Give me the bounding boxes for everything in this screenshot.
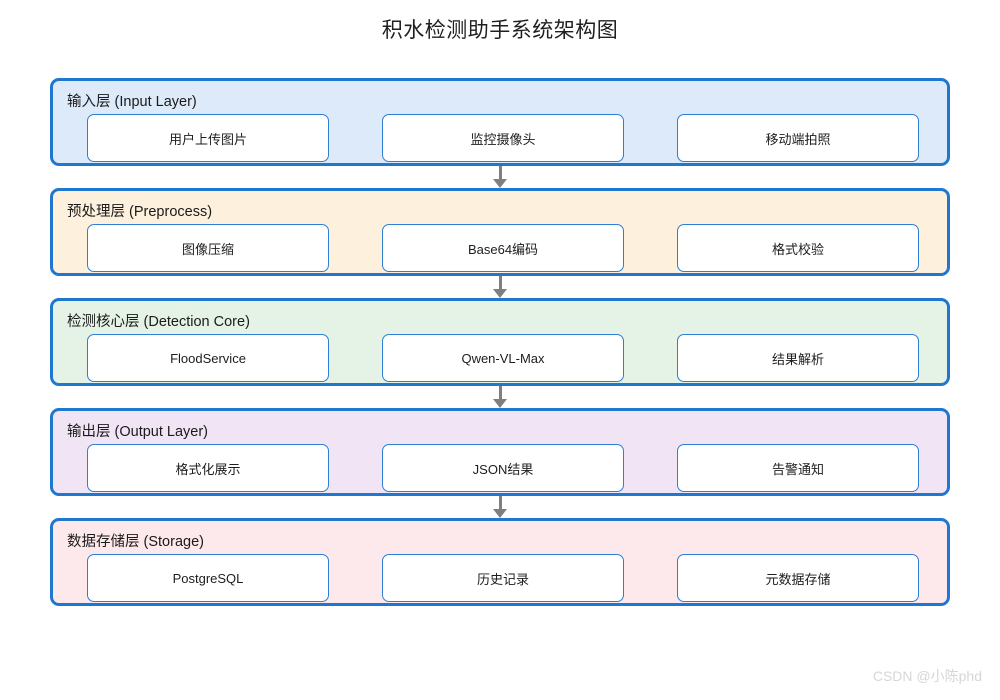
layer-label-input: 输入层 (Input Layer)	[67, 94, 197, 110]
node-box[interactable]: Base64编码	[382, 224, 624, 272]
node-box[interactable]: 告警通知	[677, 444, 919, 492]
layer-wrapper-input: 输入层 (Input Layer) 用户上传图片 监控摄像头 移动端拍照	[50, 78, 950, 166]
arrow-head-down-icon	[493, 399, 507, 408]
layer-input[interactable]: 输入层 (Input Layer) 用户上传图片 监控摄像头 移动端拍照	[50, 78, 950, 166]
node-box[interactable]: 用户上传图片	[87, 114, 329, 162]
node-row-storage: PostgreSQL 历史记录 元数据存储	[53, 554, 953, 602]
node-box[interactable]: 图像压缩	[87, 224, 329, 272]
node-row-input: 用户上传图片 监控摄像头 移动端拍照	[53, 114, 953, 162]
arrow-shaft	[499, 496, 502, 511]
arrow-shaft	[499, 386, 502, 401]
layer-label-output: 输出层 (Output Layer)	[67, 424, 209, 440]
arrow-shaft	[499, 276, 502, 291]
layer-label-detection-core: 检测核心层 (Detection Core)	[67, 314, 250, 330]
node-box[interactable]: FloodService	[87, 334, 329, 382]
arrow-connector-preprocess-to-detection	[50, 276, 950, 298]
node-row-output: 格式化展示 JSON结果 告警通知	[53, 444, 953, 492]
arrow-connector-input-to-preprocess	[50, 166, 950, 188]
layer-wrapper-storage: 数据存储层 (Storage) PostgreSQL 历史记录 元数据存储	[50, 518, 950, 606]
layer-wrapper-preprocess: 预处理层 (Preprocess) 图像压缩 Base64编码 格式校验	[50, 188, 950, 276]
layer-stack: 输入层 (Input Layer) 用户上传图片 监控摄像头 移动端拍照 预处理…	[50, 78, 950, 606]
arrow-head-down-icon	[493, 289, 507, 298]
layer-storage[interactable]: 数据存储层 (Storage) PostgreSQL 历史记录 元数据存储	[50, 518, 950, 606]
layer-detection-core[interactable]: 检测核心层 (Detection Core) FloodService Qwen…	[50, 298, 950, 386]
node-box[interactable]: 格式化展示	[87, 444, 329, 492]
node-box[interactable]: Qwen-VL-Max	[382, 334, 624, 382]
layer-output[interactable]: 输出层 (Output Layer) 格式化展示 JSON结果 告警通知	[50, 408, 950, 496]
arrow-head-down-icon	[493, 509, 507, 518]
node-box[interactable]: 结果解析	[677, 334, 919, 382]
node-box[interactable]: PostgreSQL	[87, 554, 329, 602]
layer-label-storage: 数据存储层 (Storage)	[67, 534, 204, 550]
node-box[interactable]: 监控摄像头	[382, 114, 624, 162]
node-box[interactable]: 历史记录	[382, 554, 624, 602]
node-row-preprocess: 图像压缩 Base64编码 格式校验	[53, 224, 953, 272]
node-box[interactable]: JSON结果	[382, 444, 624, 492]
node-box[interactable]: 元数据存储	[677, 554, 919, 602]
layer-wrapper-output: 输出层 (Output Layer) 格式化展示 JSON结果 告警通知	[50, 408, 950, 496]
arrow-shaft	[499, 166, 502, 181]
layer-wrapper-detection: 检测核心层 (Detection Core) FloodService Qwen…	[50, 298, 950, 386]
arrow-head-down-icon	[493, 179, 507, 188]
arrow-connector-output-to-storage	[50, 496, 950, 518]
arrow-connector-detection-to-output	[50, 386, 950, 408]
node-row-detection: FloodService Qwen-VL-Max 结果解析	[53, 334, 953, 382]
watermark: CSDN @小陈phd	[872, 668, 982, 684]
layer-preprocess[interactable]: 预处理层 (Preprocess) 图像压缩 Base64编码 格式校验	[50, 188, 950, 276]
node-box[interactable]: 移动端拍照	[677, 114, 919, 162]
layer-label-preprocess: 预处理层 (Preprocess)	[67, 204, 213, 220]
page-title: 积水检测助手系统架构图	[381, 19, 619, 42]
node-box[interactable]: 格式校验	[677, 224, 919, 272]
